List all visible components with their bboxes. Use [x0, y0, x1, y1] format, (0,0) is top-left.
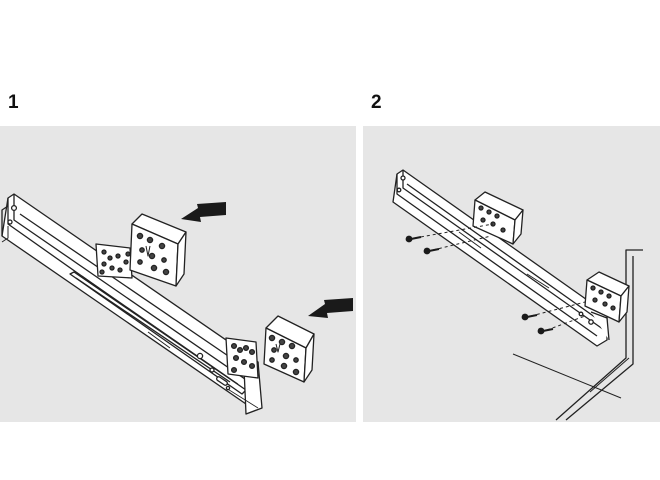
mounted-front-bracket — [472, 191, 524, 245]
screw-icon — [405, 235, 422, 243]
drawer-slide-rail — [392, 169, 610, 347]
screw-icon — [521, 313, 538, 321]
screw-icon — [423, 247, 440, 255]
step-1-illustration — [0, 126, 356, 422]
step-2-number: 2 — [371, 92, 382, 113]
mounted-rear-bracket — [584, 271, 630, 323]
drawer-slide-rail — [1, 193, 263, 415]
rear-bracket-block — [263, 315, 315, 383]
step-1-number: 1 — [8, 92, 19, 113]
front-bracket-block — [129, 213, 187, 287]
screw-icon — [537, 327, 554, 335]
step-2-illustration — [363, 126, 660, 422]
rear-mounting-plate — [225, 337, 259, 379]
arrow-icon — [181, 202, 226, 222]
arrow-icon — [308, 298, 353, 318]
front-mounting-plate — [95, 243, 133, 279]
